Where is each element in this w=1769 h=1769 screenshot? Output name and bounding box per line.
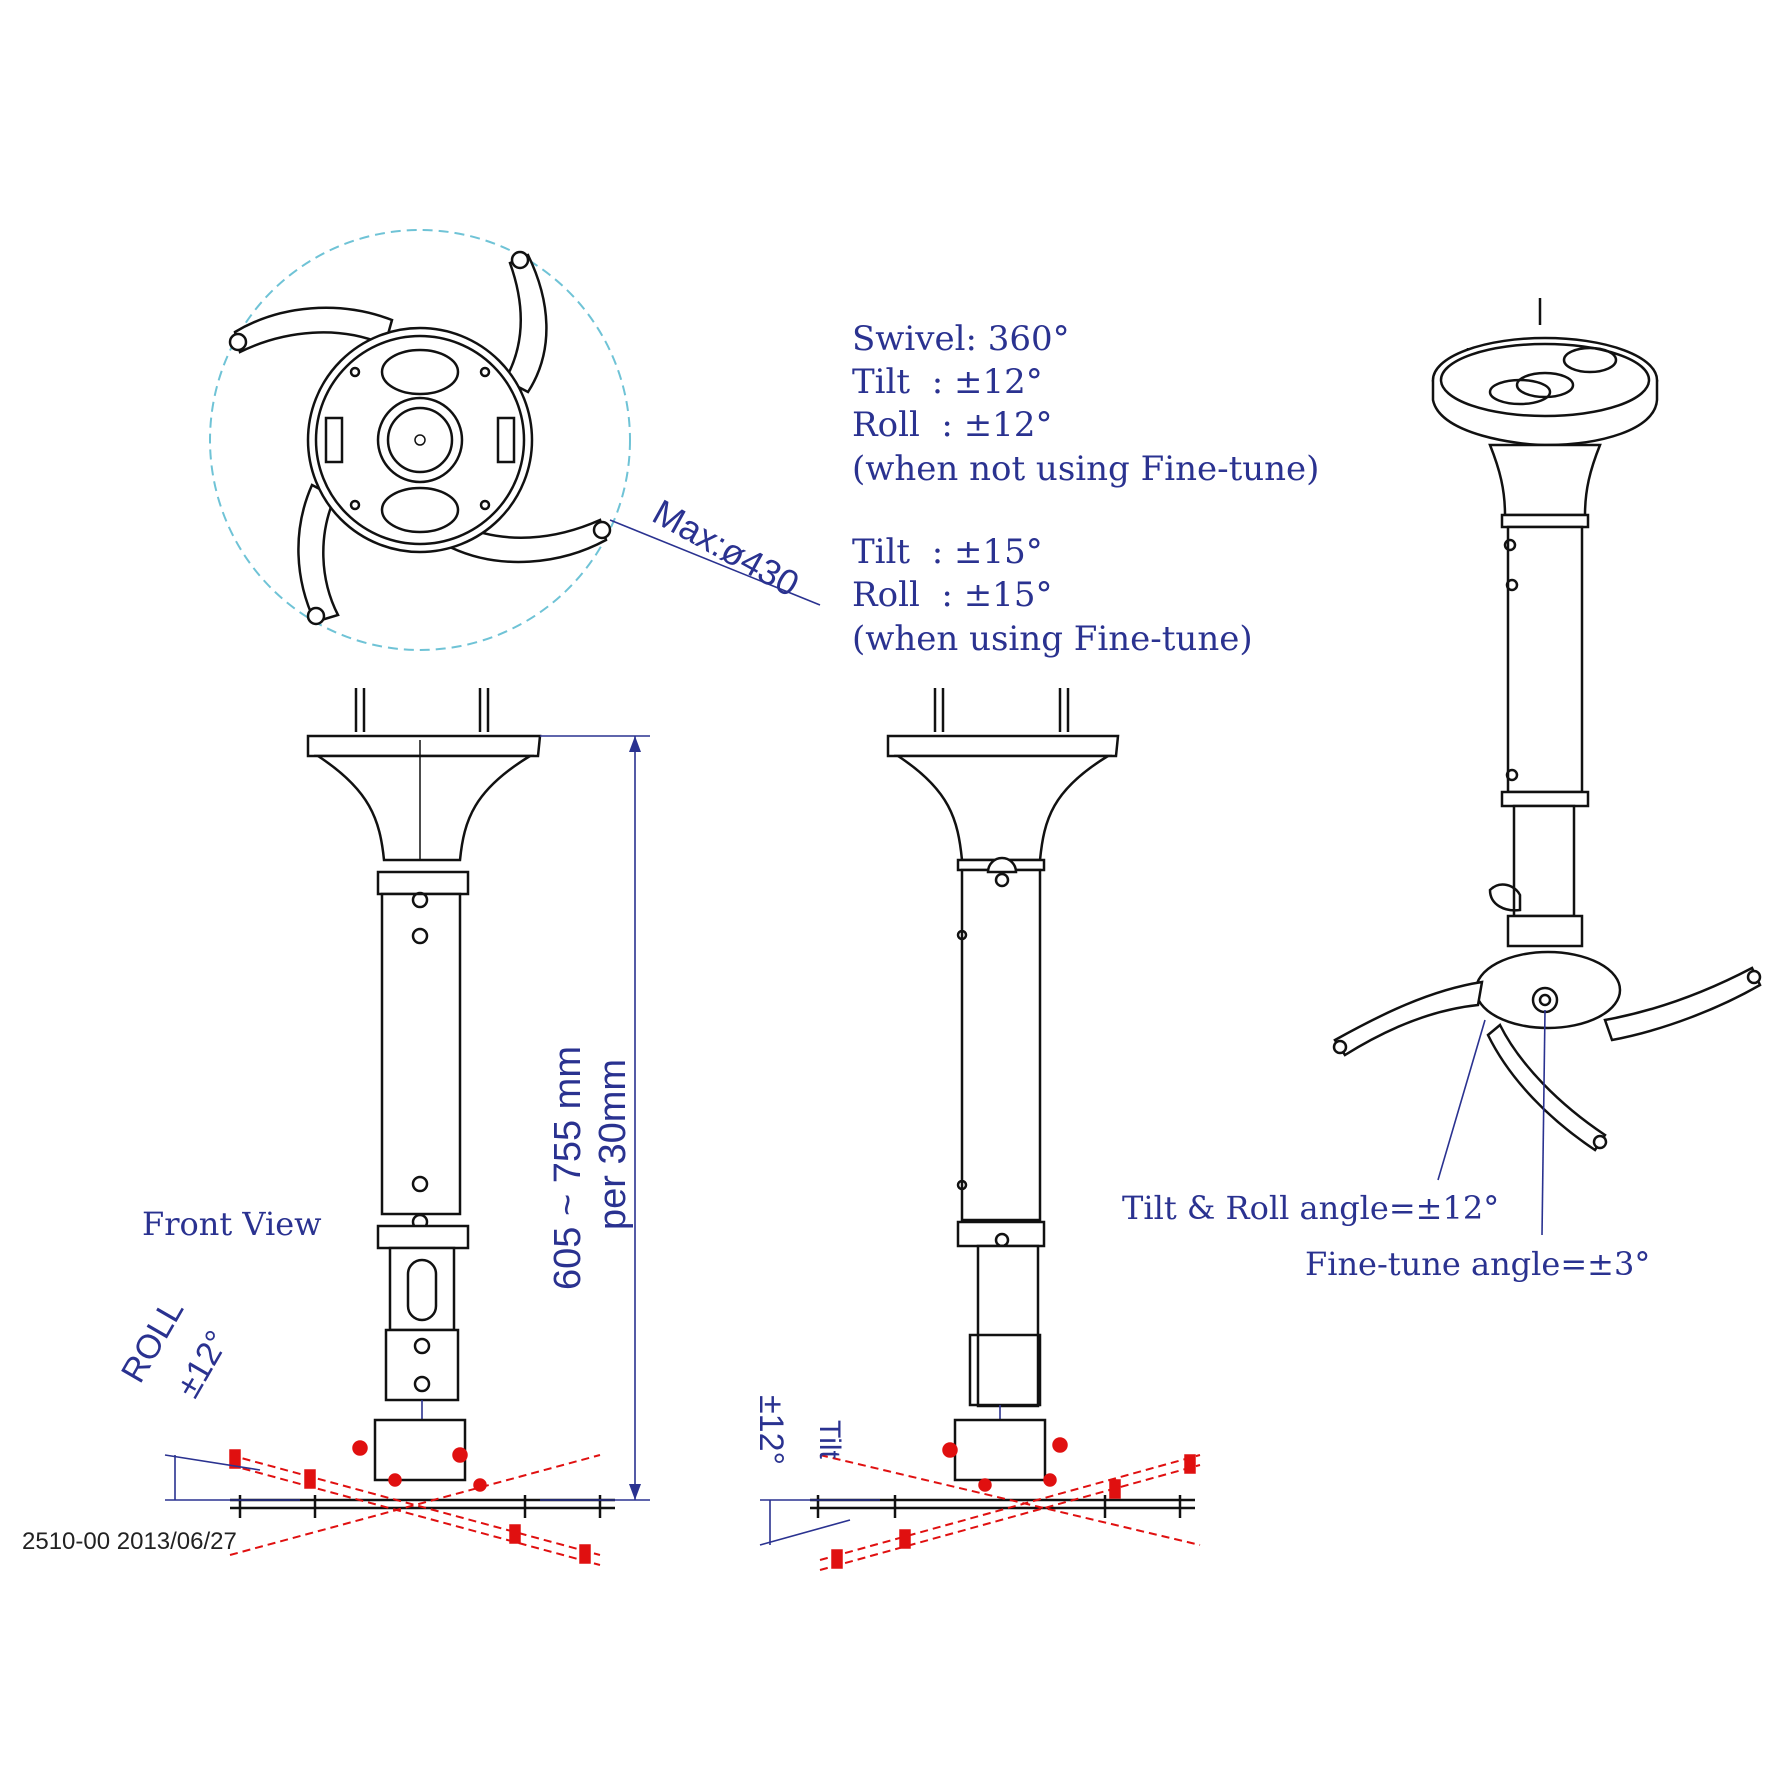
tilt-angle-value: ±12°: [752, 1395, 790, 1465]
roll-angle-value: ±12°: [169, 1324, 237, 1404]
perspective-view: [1332, 298, 1762, 1236]
top-view: Max:ø430: [209, 229, 821, 651]
side-view: Tilt ±12°: [752, 688, 1201, 1571]
height-range-label: 605 ~ 755 mm: [547, 1046, 589, 1290]
tilt-roll-angle-label: Tilt & Roll angle=±12°: [1122, 1189, 1500, 1227]
front-view-label: Front View: [142, 1205, 322, 1243]
height-step-label: per 30mm: [592, 1059, 634, 1230]
fine-tune-angle-label: Fine-tune angle=±3°: [1305, 1245, 1651, 1283]
spec-swivel: Swivel: 360°: [852, 319, 1070, 359]
drawing-id-stamp: 2510-00 2013/06/27: [22, 1528, 237, 1555]
max-diameter-label: Max:ø430: [646, 491, 806, 604]
spec-roll-standard: Roll : ±12°: [852, 405, 1053, 445]
spec-note-finetune: (when using Fine-tune): [852, 619, 1253, 659]
spec-note-standard: (when not using Fine-tune): [852, 449, 1320, 489]
mount-plate: [306, 326, 534, 554]
front-view: ROLL ±12° 605 ~ 755 mm per 30mm: [114, 688, 650, 1566]
spec-tilt-finetune: Tilt : ±15°: [852, 532, 1043, 572]
max-diameter-circle: [209, 229, 631, 651]
spec-roll-finetune: Roll : ±15°: [852, 575, 1053, 615]
spec-tilt-standard: Tilt : ±12°: [852, 362, 1043, 402]
tilt-label: Tilt: [813, 1420, 846, 1460]
arm-top-right: [503, 253, 548, 394]
